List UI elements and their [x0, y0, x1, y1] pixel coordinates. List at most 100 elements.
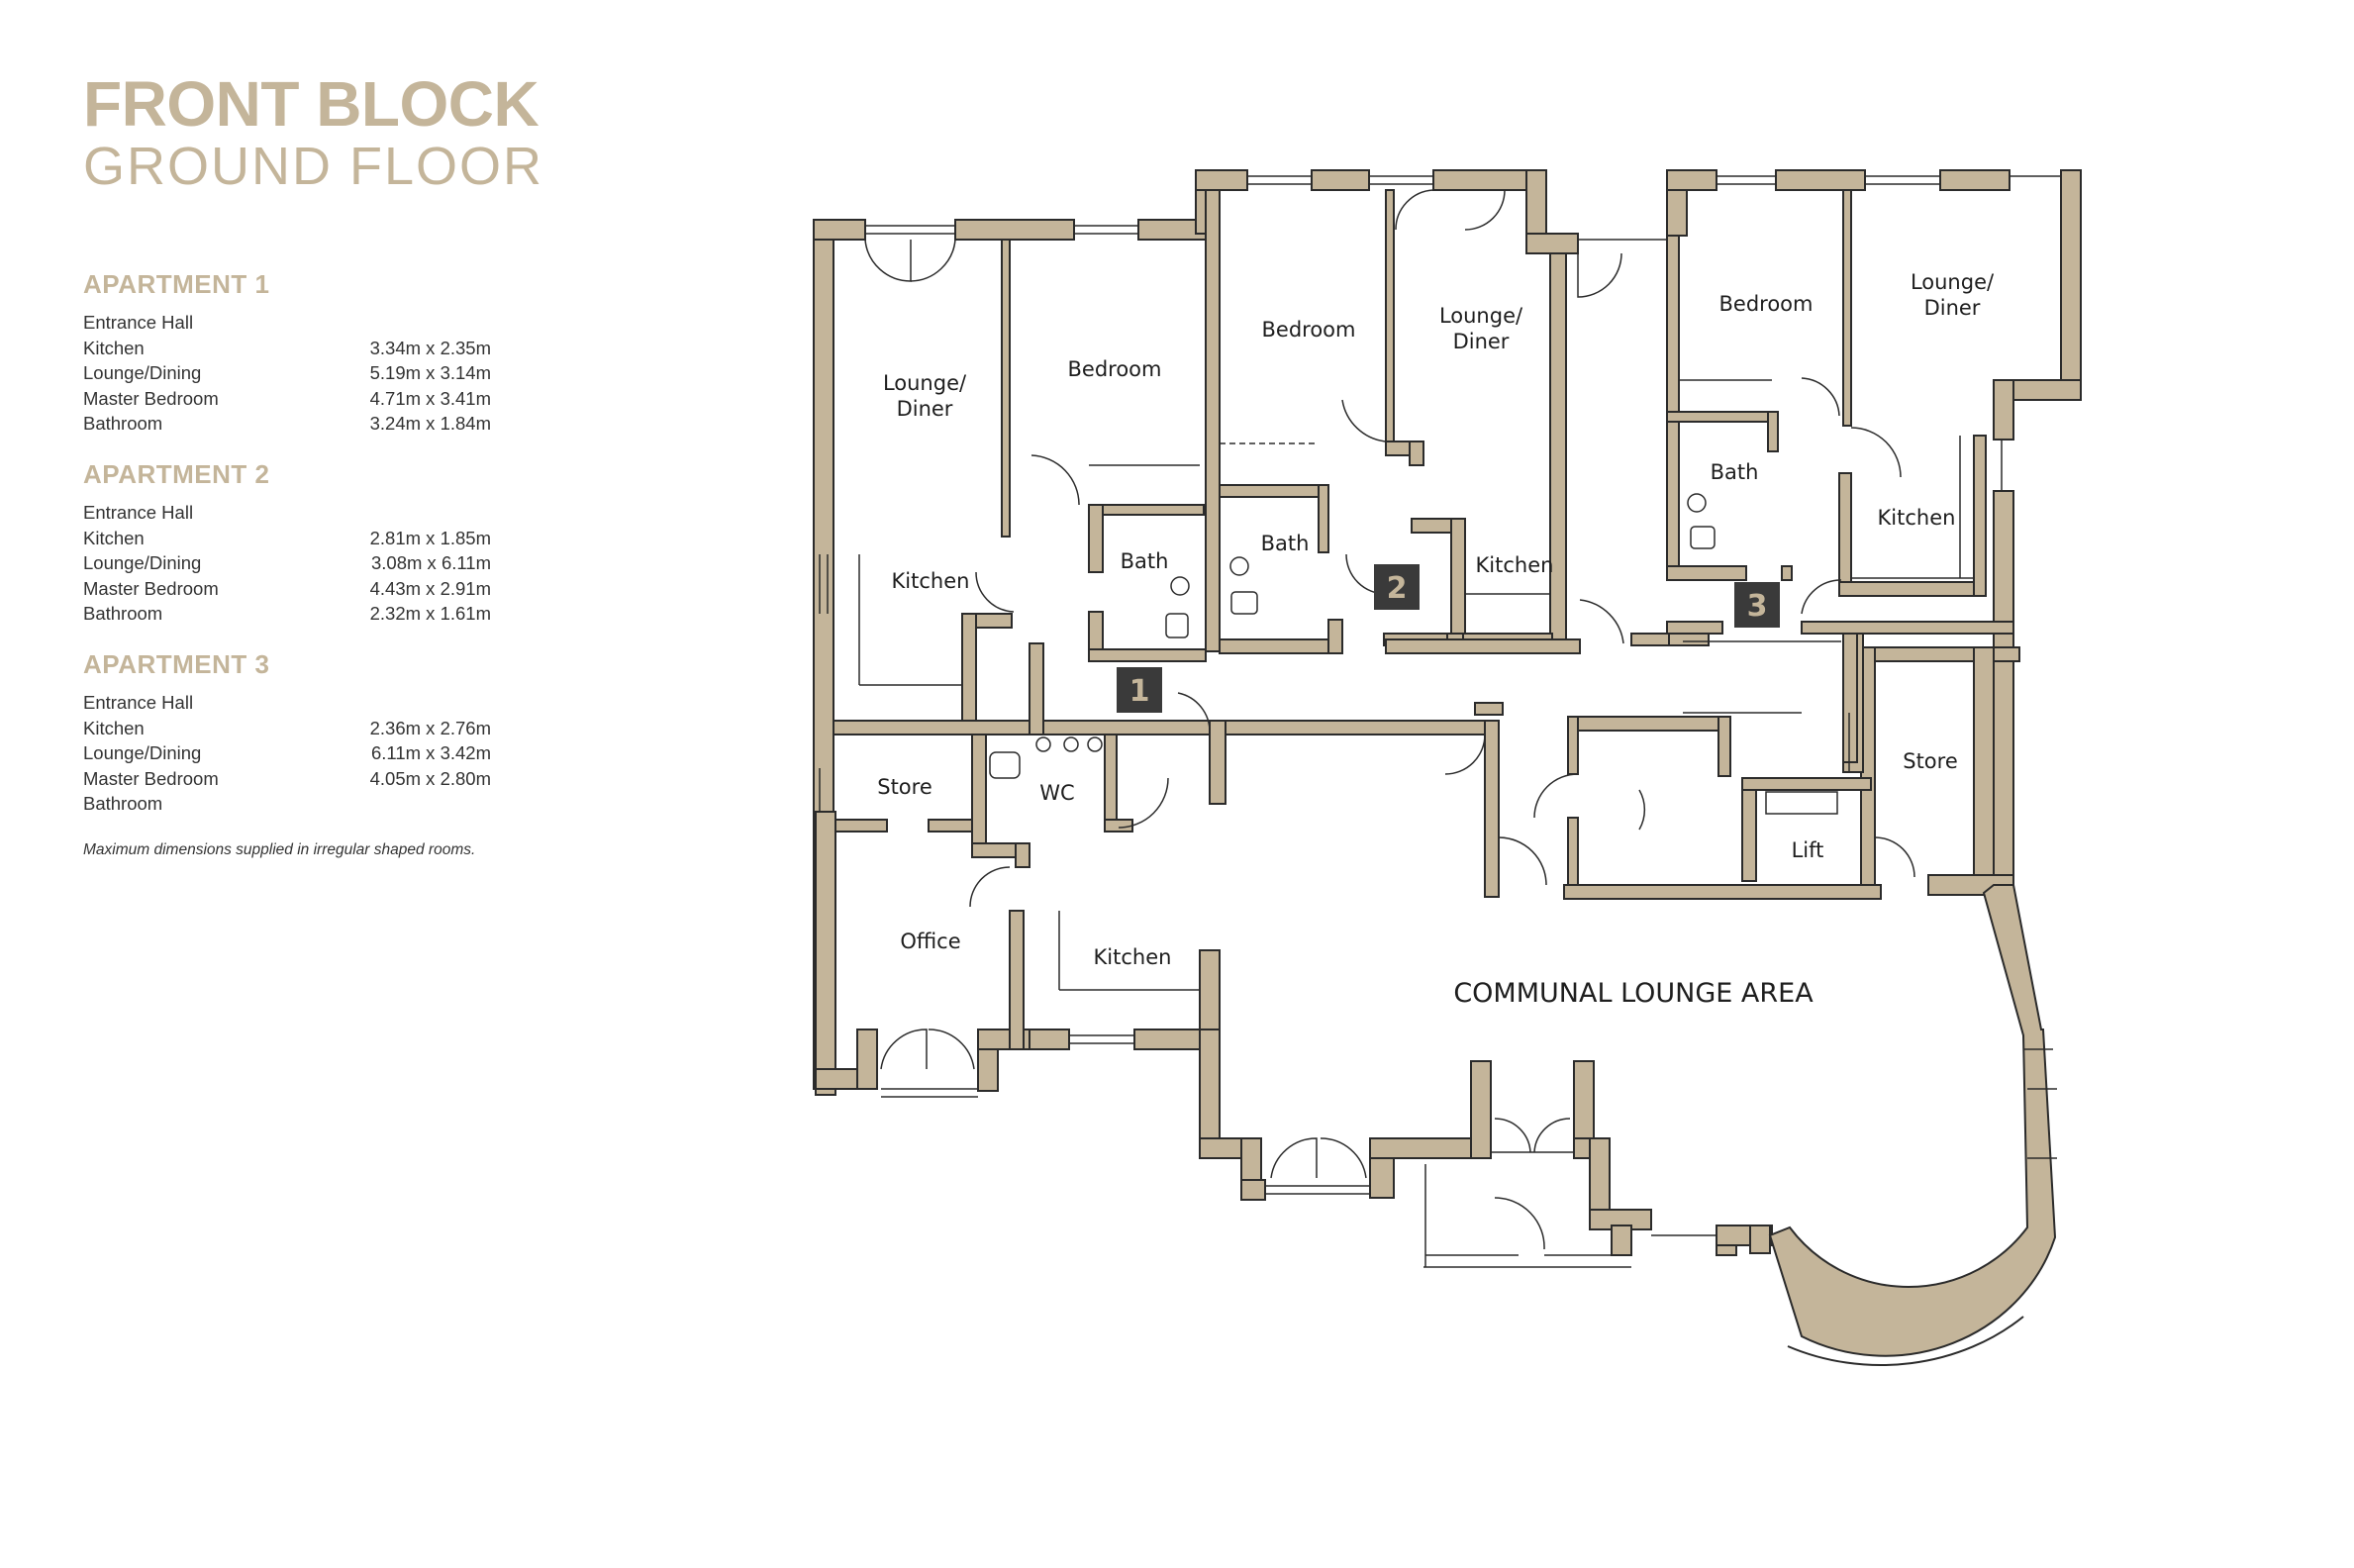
room-row: Entrance Hall: [83, 500, 638, 526]
wall: [1993, 490, 2014, 886]
wall: [1209, 720, 1226, 805]
room-label: Diner: [1924, 296, 1981, 320]
door-swing: [1494, 1197, 1545, 1250]
room-label: Bedroom: [1262, 318, 1356, 342]
fixtures: [989, 493, 1838, 815]
room-dims: 2.36m x 2.76m: [369, 717, 491, 738]
wall: [1470, 1060, 1492, 1159]
wall: [1838, 581, 1987, 597]
door-swing: [969, 866, 1011, 908]
wall: [813, 219, 866, 241]
wall: [1525, 169, 1547, 239]
wall: [1219, 484, 1329, 498]
wall: [1311, 169, 1370, 191]
basin-icon: [1087, 736, 1103, 752]
room-label: Kitchen: [83, 717, 145, 738]
dimensions-note: Maximum dimensions supplied in irregular…: [83, 841, 476, 858]
door-swing: [1801, 579, 1842, 615]
door-swing: [975, 571, 1015, 613]
room-row: Bathroom 2.32m x 1.61m: [83, 601, 638, 627]
door-swing: [928, 1029, 975, 1070]
wall: [1767, 411, 1779, 452]
room-label: Store: [1903, 749, 1958, 773]
lift-door: [1765, 791, 1838, 815]
wall: [1549, 252, 1567, 644]
wall: [1666, 621, 1723, 635]
wall: [1484, 720, 1500, 898]
room-label: Master Bedroom: [83, 387, 219, 409]
wall: [1842, 633, 1858, 763]
wall: [856, 1029, 878, 1090]
room-dims: 6.11m x 3.42m: [371, 742, 491, 763]
wall: [1104, 734, 1118, 833]
wall: [1838, 472, 1852, 585]
wall: [1409, 441, 1424, 466]
basin-icon: [1170, 576, 1190, 596]
wall: [1567, 716, 1723, 732]
room-label: Bathroom: [83, 413, 163, 434]
room-dims: 4.71m x 3.41m: [369, 387, 491, 409]
apartment-markers: 1 2 3: [1117, 564, 1780, 713]
wall: [1973, 435, 1987, 597]
title-block: FRONT BLOCK: [83, 68, 539, 140]
room-dims: 2.32m x 1.61m: [369, 603, 491, 624]
room-dims: 5.19m x 3.14m: [369, 362, 491, 383]
basin-icon: [1229, 556, 1249, 576]
door-swing: [1320, 1137, 1367, 1179]
wall: [1029, 642, 1044, 735]
wall: [1525, 233, 1579, 254]
wall: [1860, 646, 2020, 662]
room-row: Entrance Hall: [83, 310, 638, 336]
wall: [1327, 619, 1343, 654]
toilet-icon: [1690, 526, 1716, 549]
room-dims: 4.43m x 2.91m: [369, 577, 491, 599]
room-row: Master Bedroom 4.43m x 2.91m: [83, 576, 638, 602]
room-label: Master Bedroom: [83, 577, 219, 599]
wall: [1741, 777, 1872, 791]
door-swing: [1498, 836, 1547, 886]
wall: [1717, 716, 1731, 777]
room-row: Entrance Hall: [83, 690, 638, 716]
wall: [1939, 169, 2011, 191]
wall: [1563, 884, 1882, 900]
wall: [1219, 638, 1339, 654]
wall: [1001, 239, 1011, 538]
apartment-marker-number: 2: [1387, 571, 1408, 606]
door-swing: [1177, 692, 1211, 734]
room-label: Bathroom: [83, 603, 163, 624]
room-label: Store: [877, 775, 932, 799]
wall: [971, 734, 987, 844]
openings: [819, 175, 2061, 1268]
room-label: Lounge/: [1911, 270, 1995, 294]
wall: [1630, 633, 1672, 646]
apartment-marker: [1734, 582, 1780, 628]
door-swing: [910, 239, 956, 282]
wall: [1009, 910, 1025, 1050]
room-dims: 3.34m x 2.35m: [369, 337, 491, 358]
wall: [1749, 1225, 1771, 1254]
room-dims: 2.81m x 1.85m: [369, 527, 491, 548]
wall: [1567, 716, 1579, 775]
wall: [1104, 819, 1133, 833]
legend-panel: FRONT BLOCK GROUND FLOOR APARTMENT 1 Ent…: [83, 68, 638, 858]
toilet-icon: [989, 751, 1021, 779]
door-swing: [1464, 189, 1506, 231]
door-swing: [1444, 734, 1486, 775]
basin-icon: [1687, 493, 1707, 513]
apartment-marker-number: 3: [1747, 589, 1768, 624]
room-label: Kitchen: [1878, 506, 1956, 530]
room-dims: 4.05m x 2.80m: [369, 767, 491, 789]
wall: [1973, 646, 1995, 876]
room-label: Diner: [1453, 330, 1510, 353]
room-label: Entrance Hall: [83, 692, 194, 713]
room-row: Bathroom: [83, 791, 638, 817]
toilet-icon: [1165, 613, 1189, 638]
